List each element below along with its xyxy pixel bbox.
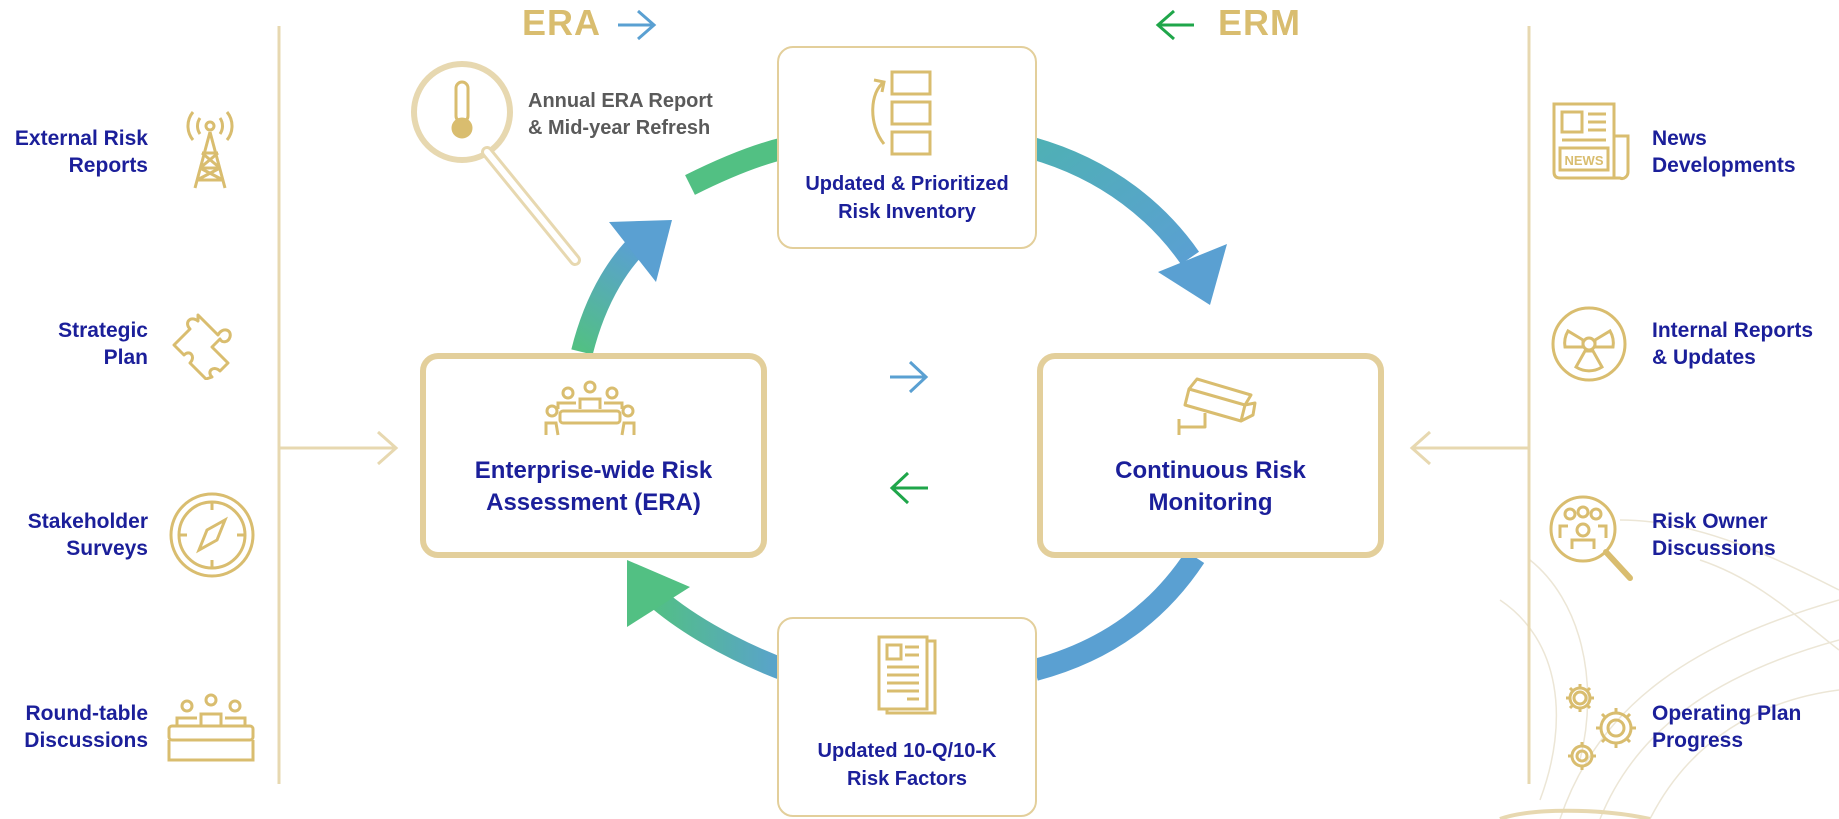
- era-header-arrow: [618, 9, 657, 41]
- cycle-arrowhead-down: [1158, 244, 1227, 305]
- meeting-icon: [544, 380, 636, 436]
- label-line: External Risk: [14, 127, 148, 150]
- label-line: Discussions: [1652, 537, 1776, 560]
- risk-factors-line-1: Updated 10-Q/10-K: [817, 740, 997, 762]
- radio-tower-icon: [186, 111, 234, 189]
- cycle-arrowhead-up: [609, 220, 672, 282]
- puzzle-icon: [172, 313, 232, 380]
- gears-icon: [1566, 684, 1636, 770]
- erm-header-arrow: [1155, 9, 1194, 41]
- right-input-operating-plan-progress: Operating Plan Progress: [1652, 700, 1839, 754]
- monitoring-box: Continuous Risk Monitoring: [1037, 353, 1384, 558]
- compass-icon: [169, 492, 255, 578]
- erm-header-label: ERM: [1218, 2, 1301, 43]
- security-camera-icon: [1177, 377, 1257, 435]
- cycle-segment-top: [685, 137, 788, 195]
- risk-factors-line-2: Risk Factors: [846, 768, 968, 790]
- corner-arc: [1499, 808, 1651, 819]
- era-report-line-1: Annual ERA Report: [528, 90, 713, 112]
- era-title-line-2: Assessment (ERA): [486, 489, 701, 516]
- monitoring-title-line-2: Monitoring: [1148, 489, 1273, 516]
- risk-factors-title: Updated 10-Q/10-K Risk Factors: [779, 737, 1035, 793]
- label-line: Progress: [1652, 729, 1744, 752]
- era-box: Enterprise-wide Risk Assessment (ERA): [420, 353, 767, 558]
- people-magnifier-icon: [1549, 495, 1633, 581]
- label-line: Developments: [1652, 154, 1796, 177]
- label-line: Risk Owner: [1652, 510, 1768, 533]
- left-input-external-risk-reports: External Risk Reports: [0, 125, 148, 179]
- era-header-label: ERA: [522, 2, 602, 43]
- label-line: Round-table: [25, 702, 148, 725]
- risk-inventory-box: Updated & Prioritized Risk Inventory: [777, 46, 1037, 249]
- cycle-segment-right: [1028, 137, 1200, 265]
- topographic-pattern: [1499, 519, 1839, 819]
- label-line: News: [1652, 127, 1707, 150]
- label-line: & Updates: [1652, 346, 1756, 369]
- cycle-arrowhead-left: [627, 560, 690, 627]
- era-report-line-2: & Mid-year Refresh: [528, 117, 711, 139]
- radiation-icon: [1551, 306, 1627, 382]
- cycle-segment-bottom-left: [642, 583, 794, 683]
- label-line: Strategic: [58, 319, 148, 342]
- thermometer-magnifier-icon: [411, 61, 581, 266]
- center-arrow-right: [890, 360, 929, 394]
- label-line: Surveys: [66, 537, 148, 560]
- risk-inventory-title: Updated & Prioritized Risk Inventory: [779, 170, 1035, 226]
- label-line: Operating Plan: [1652, 702, 1802, 725]
- left-input-arrow: [279, 430, 399, 466]
- right-input-arrow: [1409, 430, 1529, 466]
- monitoring-box-title: Continuous Risk Monitoring: [1043, 455, 1378, 519]
- thermometer-glyph: [451, 80, 473, 139]
- era-report-label: Annual ERA Report & Mid-year Refresh: [528, 88, 713, 142]
- risk-factors-box: Updated 10-Q/10-K Risk Factors: [777, 617, 1037, 817]
- right-input-internal-reports: Internal Reports & Updates: [1652, 317, 1839, 371]
- label-line: Plan: [103, 346, 148, 369]
- cycle-segment-bottom-right: [1032, 550, 1205, 681]
- left-input-strategic-plan: Strategic Plan: [0, 317, 148, 371]
- left-input-stakeholder-surveys: Stakeholder Surveys: [0, 508, 148, 562]
- center-arrow-left: [889, 471, 928, 505]
- document-icon: [877, 635, 937, 715]
- label-line: Discussions: [24, 729, 148, 752]
- era-box-title: Enterprise-wide Risk Assessment (ERA): [426, 455, 761, 519]
- era-title-line-1: Enterprise-wide Risk: [474, 457, 713, 484]
- meeting-table-icon: [167, 693, 255, 762]
- newspaper-icon: NEWS: [1552, 102, 1630, 180]
- left-input-round-table-discussions: Round-table Discussions: [0, 700, 148, 754]
- svg-text:NEWS: NEWS: [1565, 153, 1604, 168]
- label-line: Stakeholder: [27, 510, 148, 533]
- inventory-title-line-1: Updated & Prioritized: [805, 173, 1009, 195]
- right-input-risk-owner-discussions: Risk Owner Discussions: [1652, 508, 1839, 562]
- label-line: Internal Reports: [1652, 319, 1814, 342]
- right-input-news-developments: News Developments: [1652, 125, 1839, 179]
- inventory-title-line-2: Risk Inventory: [838, 201, 976, 223]
- stacked-list-icon: [871, 70, 932, 156]
- label-line: Reports: [68, 154, 148, 177]
- monitoring-title-line-1: Continuous Risk: [1115, 457, 1306, 484]
